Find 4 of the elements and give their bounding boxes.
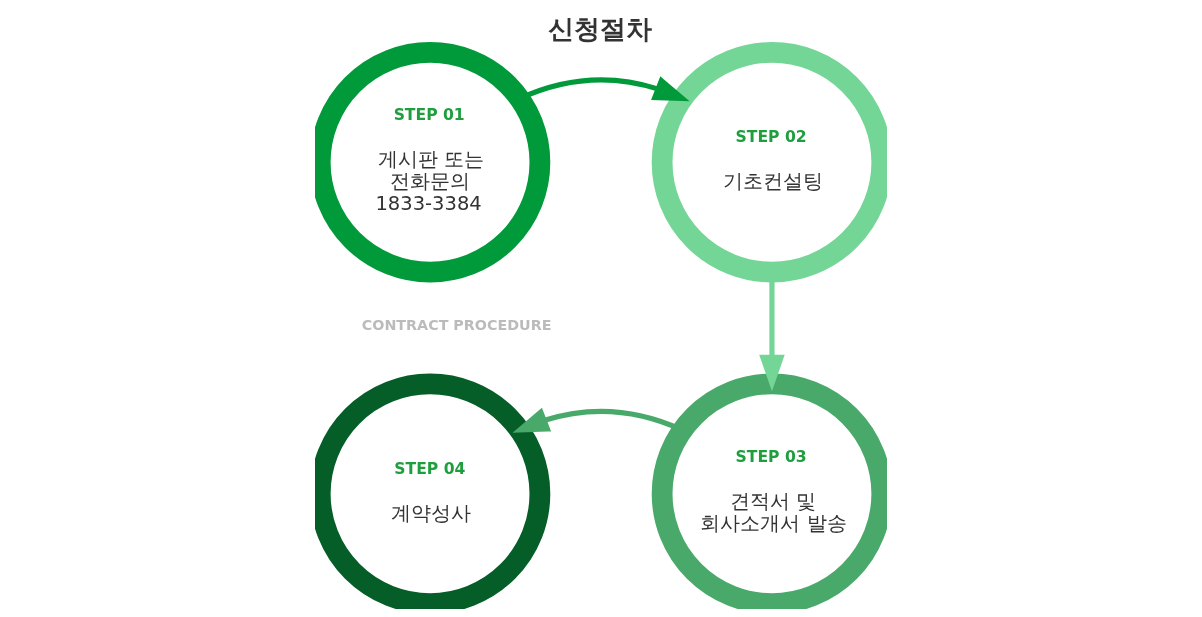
node-circle: STEP 03 견적서 및 회사소개서 발송 [651, 373, 887, 609]
diagram-title: 신청절차 [547, 14, 652, 45]
node-circle: STEP 01 게시판 또는 전화문의 1833-3384 [315, 42, 551, 283]
label: CONTRACT PROCEDURE [361, 317, 552, 334]
